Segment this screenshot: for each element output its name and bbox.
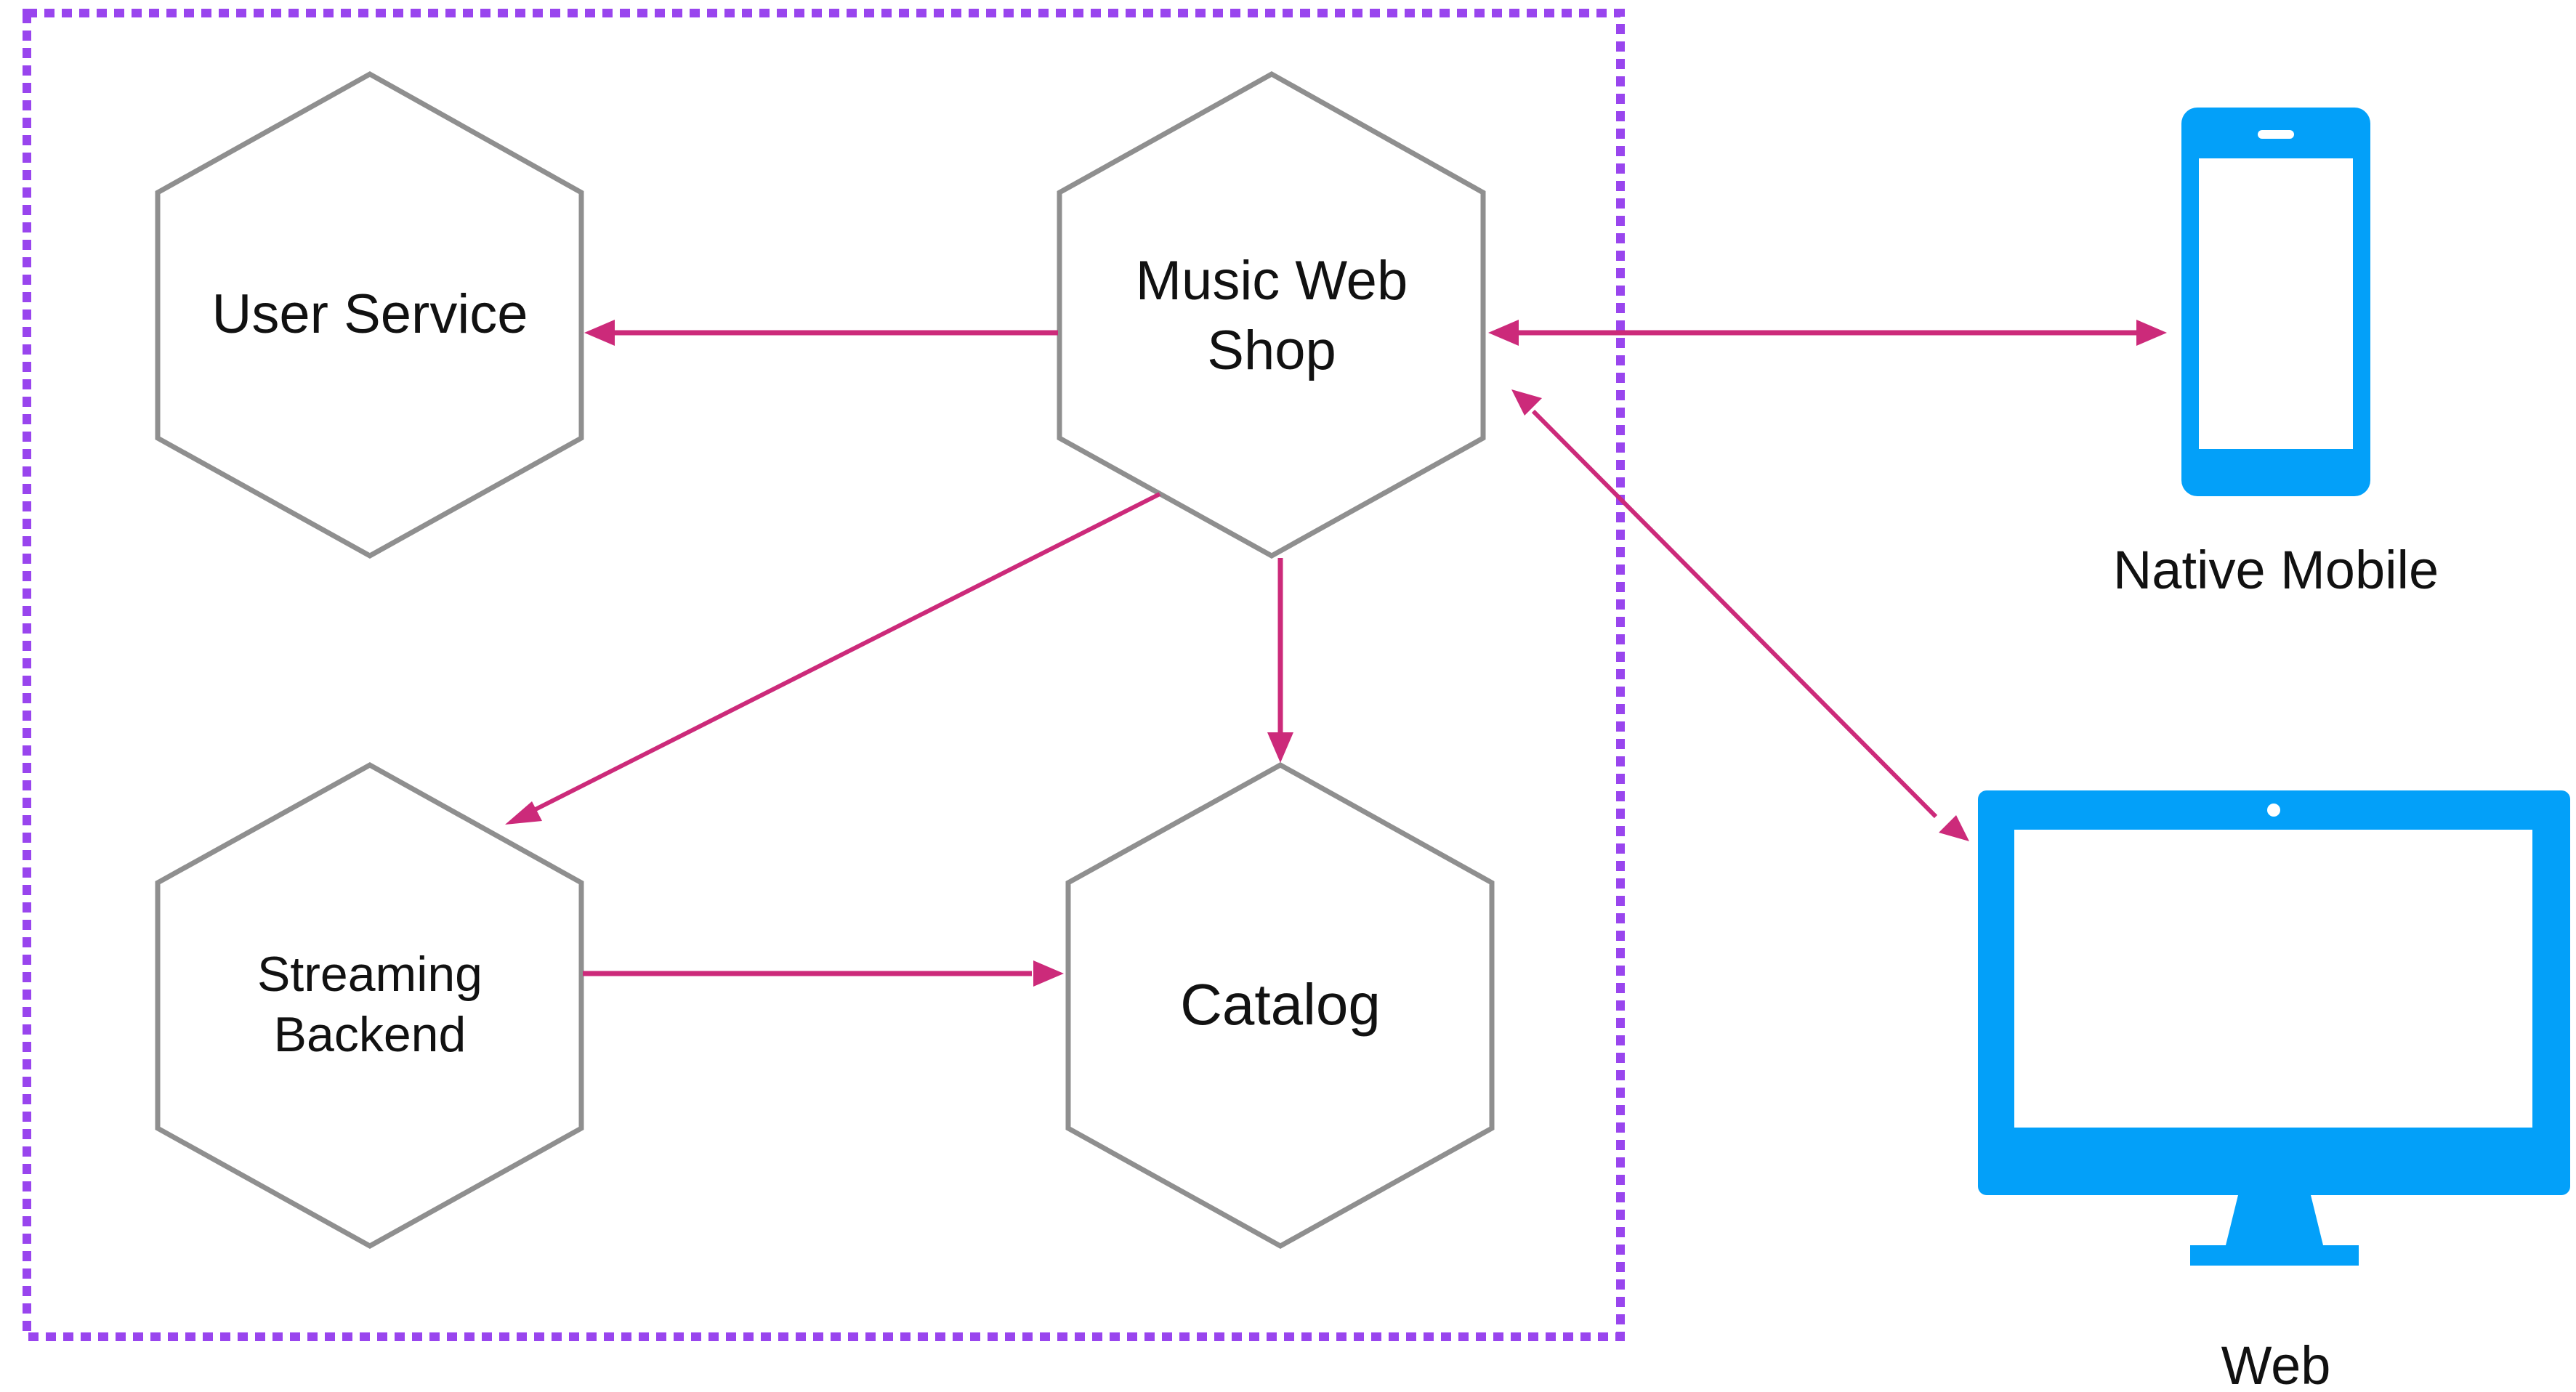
web-client: Web	[1978, 790, 2570, 1392]
catalog-hexagon	[1065, 761, 1495, 1250]
system-boundary	[23, 9, 1625, 1341]
web-label: Web	[2221, 1335, 2331, 1392]
user-service-hexagon	[155, 70, 584, 559]
connections	[505, 320, 2167, 987]
music-web-shop-node: Music Web Shop	[1057, 70, 1486, 559]
smartphone-icon	[2181, 108, 2370, 496]
arrowhead-catalog-left	[1033, 960, 1064, 987]
arrowhead-catalog	[1267, 732, 1293, 763]
arrowhead-webshop-diagonal	[1511, 389, 1542, 416]
user-service-label: User Service	[212, 283, 528, 345]
arrowhead-webshop-right	[1488, 320, 1519, 346]
desktop-monitor-icon	[1978, 790, 2570, 1266]
streaming-backend-node: Streaming Backend	[155, 761, 584, 1250]
native-mobile-label: Native Mobile	[2113, 540, 2439, 600]
arrowhead-userservice	[584, 320, 615, 346]
arrowhead-mobile	[2136, 320, 2167, 346]
native-mobile-client: Native Mobile	[2113, 108, 2439, 600]
arrow-webshop-to-web	[1531, 409, 1938, 819]
music-web-shop-hexagon	[1057, 70, 1486, 559]
catalog-node: Catalog	[1065, 761, 1495, 1250]
streaming-backend-label-line2: Backend	[274, 1007, 467, 1062]
music-web-shop-label-line2: Shop	[1207, 320, 1336, 381]
arrow-webshop-to-streaming	[533, 492, 1161, 812]
streaming-backend-hexagon	[155, 761, 584, 1250]
arrowhead-streaming	[505, 801, 542, 825]
streaming-backend-label-line1: Streaming	[257, 947, 483, 1002]
music-web-shop-label-line1: Music Web	[1136, 250, 1408, 312]
catalog-label: Catalog	[1180, 972, 1381, 1037]
arrowhead-web	[1939, 815, 1969, 841]
user-service-node: User Service	[155, 70, 584, 559]
